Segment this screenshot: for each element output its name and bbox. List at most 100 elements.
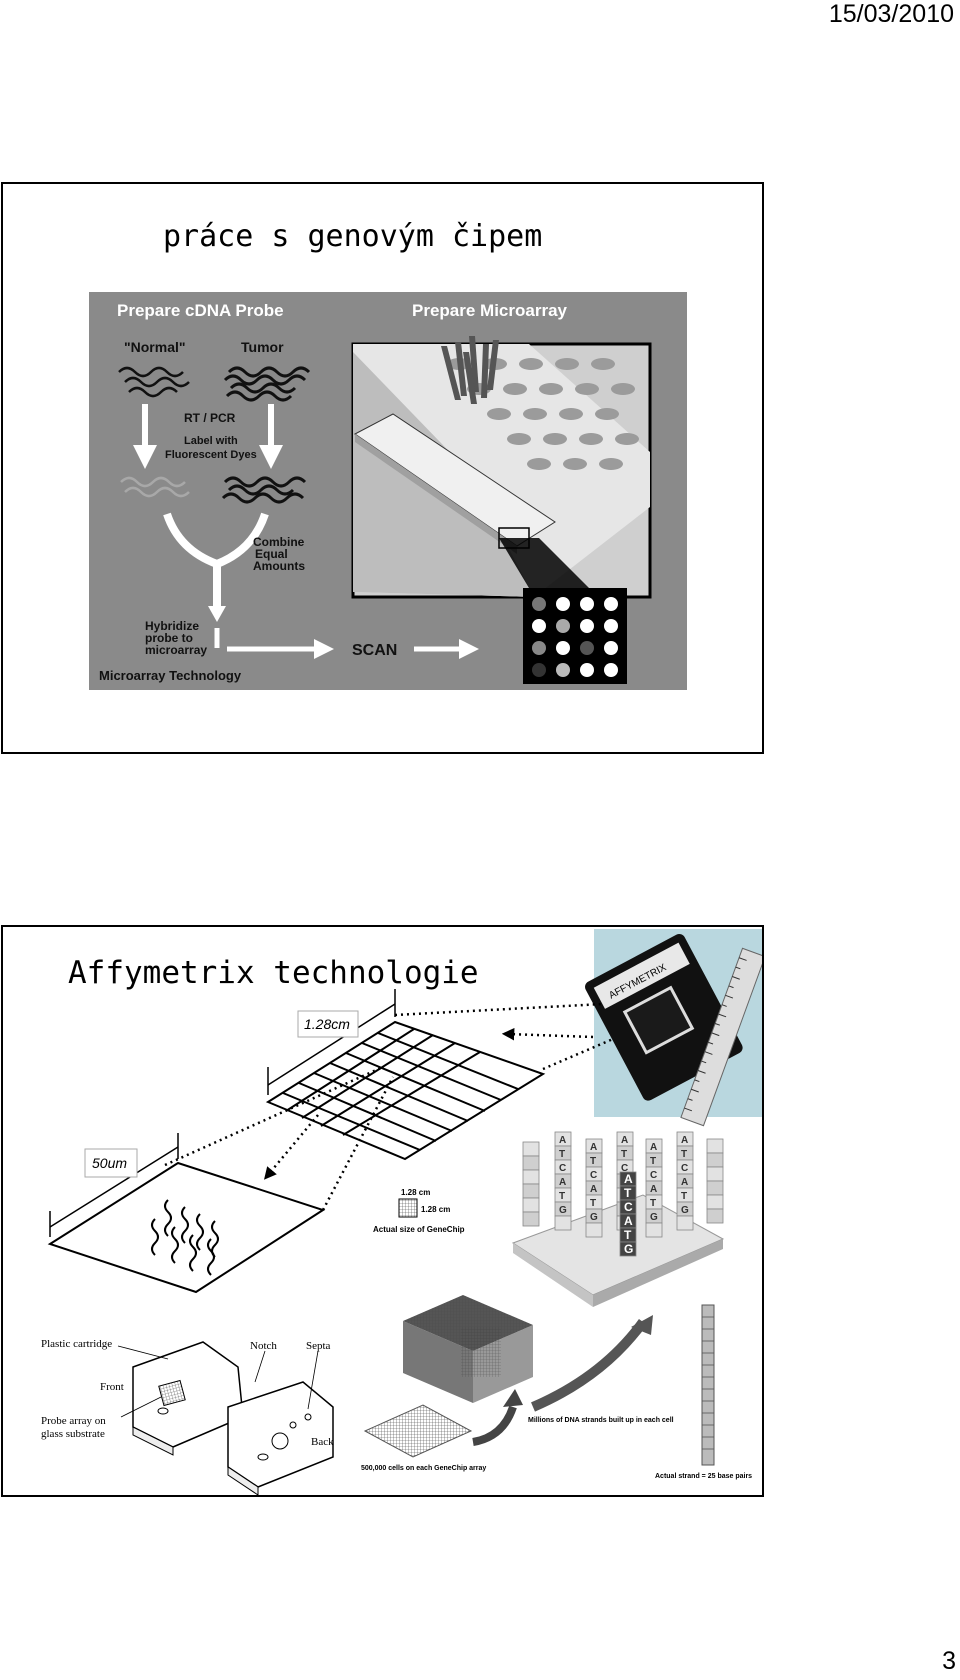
dna-column-block xyxy=(706,1152,724,1168)
tumor-dna-strands-icon xyxy=(223,366,311,402)
dna-base-letter: T xyxy=(559,1149,565,1160)
dna-probe-strands-icon xyxy=(151,1199,219,1276)
dna-base-letter: G xyxy=(590,1212,598,1223)
dna-column-block xyxy=(522,1141,540,1157)
label-combine-1: Combine xyxy=(253,535,305,549)
dna-column-block xyxy=(522,1183,540,1199)
label-notch: Notch xyxy=(250,1340,277,1352)
slide-title: Affymetrix technologie xyxy=(68,955,479,991)
label-probe-array-1: Probe array on xyxy=(41,1415,106,1427)
dna-column-block xyxy=(522,1155,540,1171)
arrow-grid-to-cell xyxy=(263,1114,319,1180)
dna-base-letter: T xyxy=(590,1198,596,1209)
strand-caption: Actual strand = 25 base pairs xyxy=(655,1473,752,1480)
label-back: Back xyxy=(311,1436,334,1448)
strands-caption: Millions of DNA strands built up in each… xyxy=(528,1417,674,1424)
page-date: 15/03/2010 xyxy=(828,0,954,28)
dna-base-letter: C xyxy=(624,1200,633,1214)
label-fluorescent-1: Label with xyxy=(184,435,238,447)
slide-title: práce s genovým čipem xyxy=(163,219,543,254)
chip-grid-diagram xyxy=(265,1020,546,1161)
label-hybridize-3: microarray xyxy=(145,643,207,657)
chip-size-label-2: 1.28 cm xyxy=(421,1205,450,1214)
label-hybridize-1: Hybridize xyxy=(145,619,199,633)
heading-prepare-probe: Prepare cDNA Probe xyxy=(117,301,284,320)
dna-base-letter: A xyxy=(624,1214,633,1228)
dna-column-block xyxy=(585,1222,603,1238)
dna-column-block xyxy=(706,1208,724,1224)
chip-size-label-1: 1.28 cm xyxy=(401,1188,430,1197)
microplate-illustration xyxy=(351,336,652,599)
dna-base-letter: A xyxy=(650,1184,657,1195)
dimension-label-small: 50um xyxy=(92,1155,127,1171)
dna-column-block xyxy=(522,1211,540,1227)
dimension-line-small xyxy=(49,1146,179,1228)
dna-base-letter: T xyxy=(681,1149,687,1160)
dna-base-letter: T xyxy=(624,1186,632,1200)
label-combine-3: Amounts xyxy=(253,559,305,573)
label-probe-array-2: glass substrate xyxy=(41,1428,105,1440)
label-rt-pcr: RT / PCR xyxy=(184,411,236,425)
dimension-label-large: 1.28cm xyxy=(304,1016,350,1032)
label-normal: "Normal" xyxy=(124,339,186,355)
dna-base-letter: T xyxy=(624,1228,632,1242)
dna-column-block xyxy=(522,1197,540,1213)
labeled-normal-strands-icon xyxy=(120,476,190,498)
dna-base-letter: A xyxy=(559,1135,566,1146)
genechip-photo: AFFYMETRIX xyxy=(585,929,762,1127)
slide-genechip-workflow: práce s genovým čipem Prepare cDNA Probe… xyxy=(1,182,764,754)
dna-base-letter: T xyxy=(590,1156,596,1167)
heading-prepare-microarray: Prepare Microarray xyxy=(412,301,568,320)
slide-affymetrix: Affymetrix technologie AFFYMETRIX xyxy=(1,925,764,1497)
label-septa: Septa xyxy=(306,1340,331,1352)
dna-base-letter: C xyxy=(621,1163,628,1174)
label-front: Front xyxy=(100,1381,124,1393)
dna-base-letter: G xyxy=(559,1205,567,1216)
combine-arrow xyxy=(163,512,269,610)
dna-base-letter: A xyxy=(624,1172,633,1186)
dna-base-letter: A xyxy=(681,1135,688,1146)
microarray-workflow-figure: Prepare cDNA Probe Prepare Microarray "N… xyxy=(89,292,687,690)
dna-base-letter: C xyxy=(590,1170,597,1181)
dna-base-letter: T xyxy=(621,1149,627,1160)
dna-base-letter: A xyxy=(590,1142,597,1153)
ruler-icon xyxy=(680,947,762,1127)
dna-base-letter: T xyxy=(681,1191,687,1202)
chip-size-caption: Actual size of GeneChip xyxy=(373,1225,465,1234)
dna-column-block xyxy=(554,1215,572,1231)
dna-column-block xyxy=(645,1222,663,1238)
single-strand-illustration xyxy=(701,1304,715,1466)
normal-dna-strands-icon xyxy=(118,366,190,398)
dna-base-letter: A xyxy=(559,1177,566,1188)
dimension-label-box-small xyxy=(84,1148,138,1178)
label-combine-2: Equal xyxy=(255,547,288,561)
label-hybridize-2: probe to xyxy=(145,631,193,645)
figure-caption: Microarray Technology xyxy=(99,668,242,683)
dna-column-block xyxy=(706,1194,724,1210)
dna-base-letter: C xyxy=(681,1163,688,1174)
dna-column-block xyxy=(619,1241,637,1257)
dimension-label-box-large xyxy=(297,1010,359,1038)
page-number: 3 xyxy=(942,1647,956,1675)
dna-base-letter: T xyxy=(559,1191,565,1202)
label-scan: SCAN xyxy=(352,642,397,659)
label-plastic-cartridge: Plastic cartridge xyxy=(41,1338,112,1350)
dna-base-letter: G xyxy=(650,1212,658,1223)
cartridge-line-art: Plastic cartridge Front Probe array on g… xyxy=(41,1338,334,1495)
arrow-photo-to-grid xyxy=(501,1027,594,1041)
label-fluorescent-2: Fluorescent Dyes xyxy=(165,449,257,461)
dna-base-letter: A xyxy=(681,1177,688,1188)
cells-caption: 500,000 cells on each GeneChip array xyxy=(361,1465,486,1472)
dimension-line-large xyxy=(267,1003,396,1086)
dna-column-block xyxy=(706,1180,724,1196)
dna-base-letter: G xyxy=(624,1242,633,1256)
dna-base-letter: T xyxy=(650,1198,656,1209)
dna-columns-illustration: ATCATGATCATGATCATGATCATGATCATGATCATG xyxy=(511,1131,725,1307)
dna-column-block xyxy=(522,1169,540,1185)
single-cell-diagram xyxy=(47,1161,326,1294)
dna-column-block xyxy=(706,1138,724,1154)
label-tumor: Tumor xyxy=(241,339,284,355)
dna-base-letter: G xyxy=(681,1205,689,1216)
dna-base-letter: T xyxy=(650,1156,656,1167)
dna-base-letter: A xyxy=(590,1184,597,1195)
